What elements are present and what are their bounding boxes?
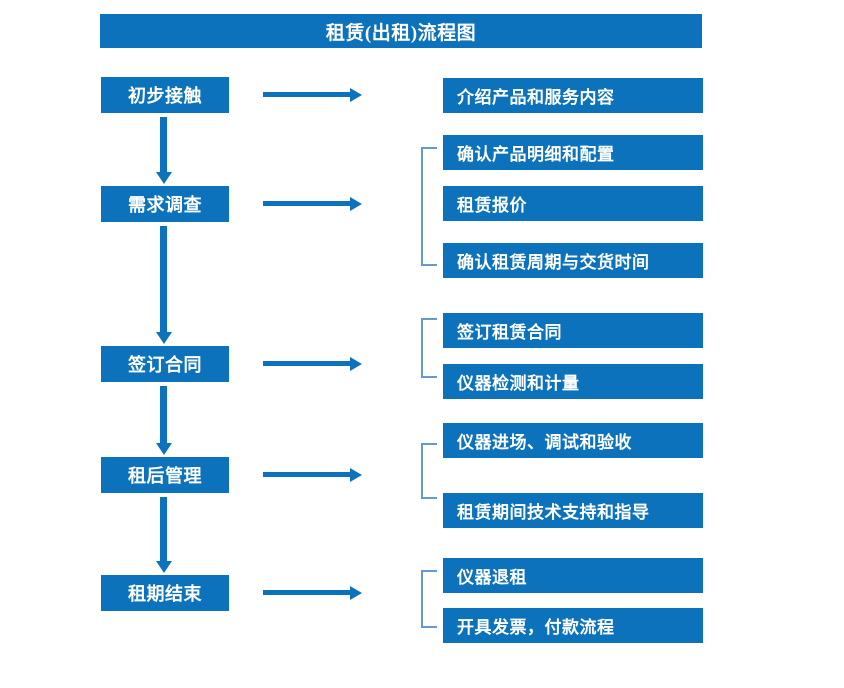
- down-arrow-icon-stage1-to-stage2: [160, 117, 167, 173]
- right-arrow-icon-stage5: [263, 590, 351, 595]
- group-bracket-post-rental-management: [421, 443, 437, 499]
- detail-box-confirm-product-details-config[interactable]: 确认产品明细和配置: [443, 135, 703, 170]
- detail-box-rental-quotation[interactable]: 租赁报价: [443, 186, 703, 221]
- stage-box-requirements-survey[interactable]: 需求调查: [101, 186, 229, 222]
- right-arrow-icon-stage3: [263, 361, 351, 366]
- detail-box-introduce-products-services[interactable]: 介绍产品和服务内容: [443, 78, 703, 113]
- down-arrow-icon-stage2-to-stage3: [160, 226, 167, 333]
- detail-box-confirm-lease-period-delivery[interactable]: 确认租赁周期与交货时间: [443, 243, 703, 278]
- detail-box-instrument-return[interactable]: 仪器退租: [443, 558, 703, 593]
- detail-box-invoice-payment-process[interactable]: 开具发票，付款流程: [443, 608, 703, 643]
- right-arrow-icon-stage1: [263, 92, 351, 97]
- stage-box-initial-contact[interactable]: 初步接触: [101, 77, 229, 113]
- stage-box-lease-end[interactable]: 租期结束: [101, 575, 229, 611]
- detail-box-sign-lease-agreement[interactable]: 签订租赁合同: [443, 313, 703, 348]
- down-arrow-icon-stage3-to-stage4: [160, 386, 167, 444]
- group-bracket-lease-end: [421, 570, 437, 628]
- right-arrow-icon-stage4: [263, 472, 351, 477]
- detail-box-instrument-entry-debug-acceptance[interactable]: 仪器进场、调试和验收: [443, 423, 703, 458]
- stage-box-sign-contract[interactable]: 签订合同: [101, 346, 229, 382]
- detail-box-instrument-testing-metering[interactable]: 仪器检测和计量: [443, 364, 703, 399]
- right-arrow-icon-stage2: [263, 201, 351, 206]
- diagram-title: 租赁(出租)流程图: [100, 14, 702, 48]
- down-arrow-icon-stage4-to-stage5: [160, 497, 167, 562]
- detail-box-technical-support-guidance[interactable]: 租赁期间技术支持和指导: [443, 493, 703, 528]
- group-bracket-requirements-survey: [421, 147, 437, 266]
- stage-box-post-rental-management[interactable]: 租后管理: [101, 457, 229, 493]
- group-bracket-sign-contract: [421, 318, 437, 378]
